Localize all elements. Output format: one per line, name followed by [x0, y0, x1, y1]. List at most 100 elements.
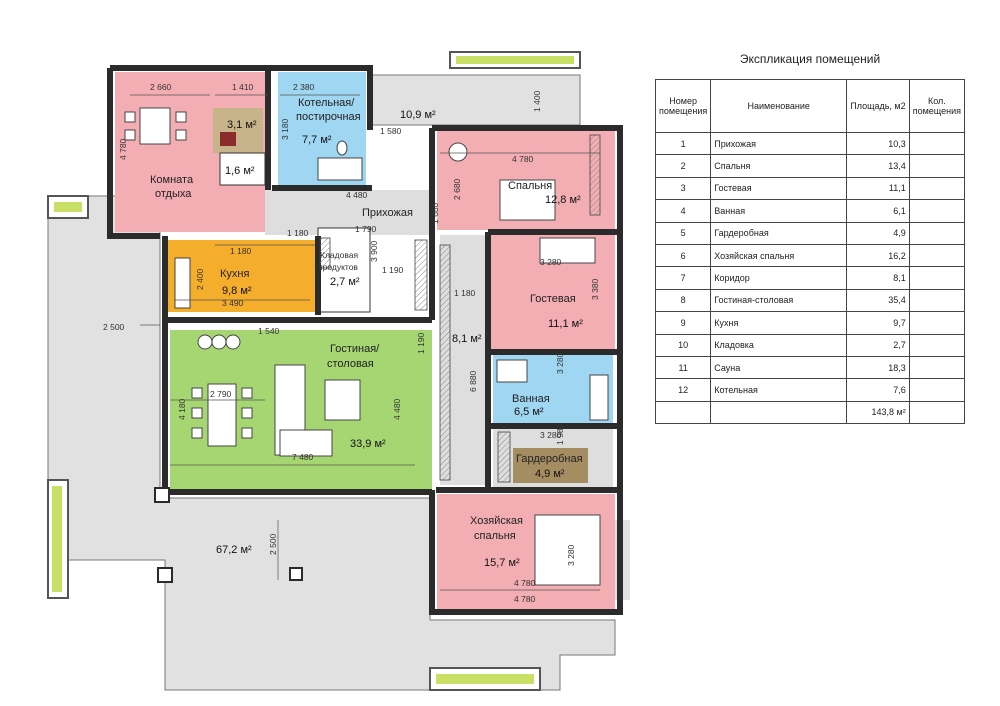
legend-title: Экспликация помещений — [739, 52, 881, 66]
rest-room-label-1: Комната — [150, 174, 194, 186]
total-area: 143,8 м² — [846, 400, 910, 425]
dim-4480a: 4 480 — [346, 190, 368, 200]
dim-3490: 3 490 — [222, 298, 244, 308]
dim-3280d: 3 280 — [566, 544, 576, 566]
sink — [317, 157, 363, 181]
bedroom-label: Спальня — [508, 180, 552, 192]
bed-master — [534, 514, 601, 586]
dim-4780a: 4 780 — [118, 138, 128, 160]
row-area: 13,4 — [846, 154, 910, 178]
shower-tray — [496, 359, 528, 383]
row-count — [908, 378, 966, 402]
row-num: 5 — [654, 221, 712, 245]
dim-3280c: 3 280 — [540, 430, 562, 440]
dim-3280b: 3 280 — [555, 352, 565, 374]
pantry-label-2: продуктов — [318, 262, 358, 272]
dim-4780b: 4 780 — [512, 154, 534, 164]
row-name: Котельная — [710, 378, 848, 402]
dim-2790: 2 790 — [210, 389, 232, 399]
dim-3900: 3 900 — [369, 240, 379, 262]
shower-small-area: 1,6 м² — [225, 165, 255, 177]
coffee-table — [324, 379, 361, 421]
pantry-area: 2,7 м² — [330, 276, 360, 288]
row-num: 11 — [654, 355, 712, 380]
armchair — [279, 429, 333, 457]
boiler-label-2: постирочная — [296, 111, 361, 123]
row-count — [908, 176, 966, 201]
living-label-2: столовая — [327, 358, 374, 370]
bed-guest — [539, 237, 596, 264]
header-num: Номер помещения — [654, 79, 712, 133]
row-name: Гостиная-столовая — [710, 288, 848, 313]
row-num: 4 — [654, 199, 712, 223]
dim-4180: 4 180 — [177, 398, 187, 420]
dim-1180b: 1 180 — [230, 246, 252, 256]
dim-1180c: 1 180 — [454, 288, 476, 298]
bed-bedroom — [499, 179, 556, 221]
row-area: 7,6 — [846, 378, 910, 402]
dim-1400: 1 400 — [532, 90, 542, 112]
row-name: Ванная — [710, 199, 848, 223]
dim-3180: 3 180 — [280, 118, 290, 140]
terrace-area-label: 67,2 м² — [216, 544, 252, 556]
toilet — [336, 140, 348, 156]
row-area: 16,2 — [846, 243, 910, 268]
row-num: 10 — [654, 333, 712, 357]
dim-2400: 2 400 — [195, 268, 205, 290]
row-name: Спальня — [710, 154, 848, 178]
row-num: 2 — [654, 154, 712, 178]
row-area: 2,7 — [846, 333, 910, 357]
header-count: Кол. помещения — [908, 79, 966, 133]
header-name: Наименование — [710, 79, 848, 133]
wall-hatching — [319, 134, 601, 483]
dim-6880: 6 880 — [468, 370, 478, 392]
row-num: 9 — [654, 311, 712, 335]
row-count — [908, 221, 966, 245]
master-label-2: спальня — [474, 530, 516, 542]
sauna-small-area: 3,1 м² — [227, 119, 257, 131]
dim-1190: 1 190 — [382, 265, 404, 275]
dim-2380: 2 380 — [293, 82, 315, 92]
dim-3280a: 3 280 — [540, 257, 562, 267]
row-count — [908, 131, 966, 156]
row-area: 18,3 — [846, 355, 910, 380]
row-area: 4,9 — [846, 221, 910, 245]
hall-label: Прихожая — [362, 207, 413, 219]
row-num: 6 — [654, 243, 712, 268]
dimension-labels: 2 660 1 410 2 380 4 780 3 180 1 580 1 40… — [103, 82, 600, 604]
row-num: 3 — [654, 176, 712, 201]
header-area: Площадь, м2 — [846, 79, 910, 133]
dimension-lines — [130, 94, 600, 591]
master-label-1: Хозяйская — [470, 515, 523, 527]
corridor-area: 8,1 м² — [452, 333, 482, 345]
dim-7480: 7 480 — [292, 452, 314, 462]
bathtub — [589, 374, 609, 421]
guest-label: Гостевая — [530, 293, 576, 305]
row-name: Коридор — [710, 266, 848, 290]
terrace-area — [47, 74, 630, 691]
row-count — [908, 288, 966, 313]
dim-1790: 1 790 — [355, 224, 377, 234]
porch-top-area: 10,9 м² — [400, 109, 436, 121]
row-area: 10,3 — [846, 131, 910, 156]
wardrobe-label: Гардеробная — [516, 453, 583, 465]
dim-1680: 1 680 — [430, 202, 440, 224]
living-area: 33,9 м² — [350, 438, 386, 450]
row-count — [908, 199, 966, 223]
boiler-label-1: Котельная/ — [298, 97, 355, 109]
row-count — [908, 266, 966, 290]
kitchen-label: Кухня — [220, 268, 249, 280]
dim-2680: 2 680 — [452, 178, 462, 200]
dim-1580: 1 580 — [380, 126, 402, 136]
dim-1410: 1 410 — [232, 82, 254, 92]
sauna-bench — [220, 132, 236, 146]
